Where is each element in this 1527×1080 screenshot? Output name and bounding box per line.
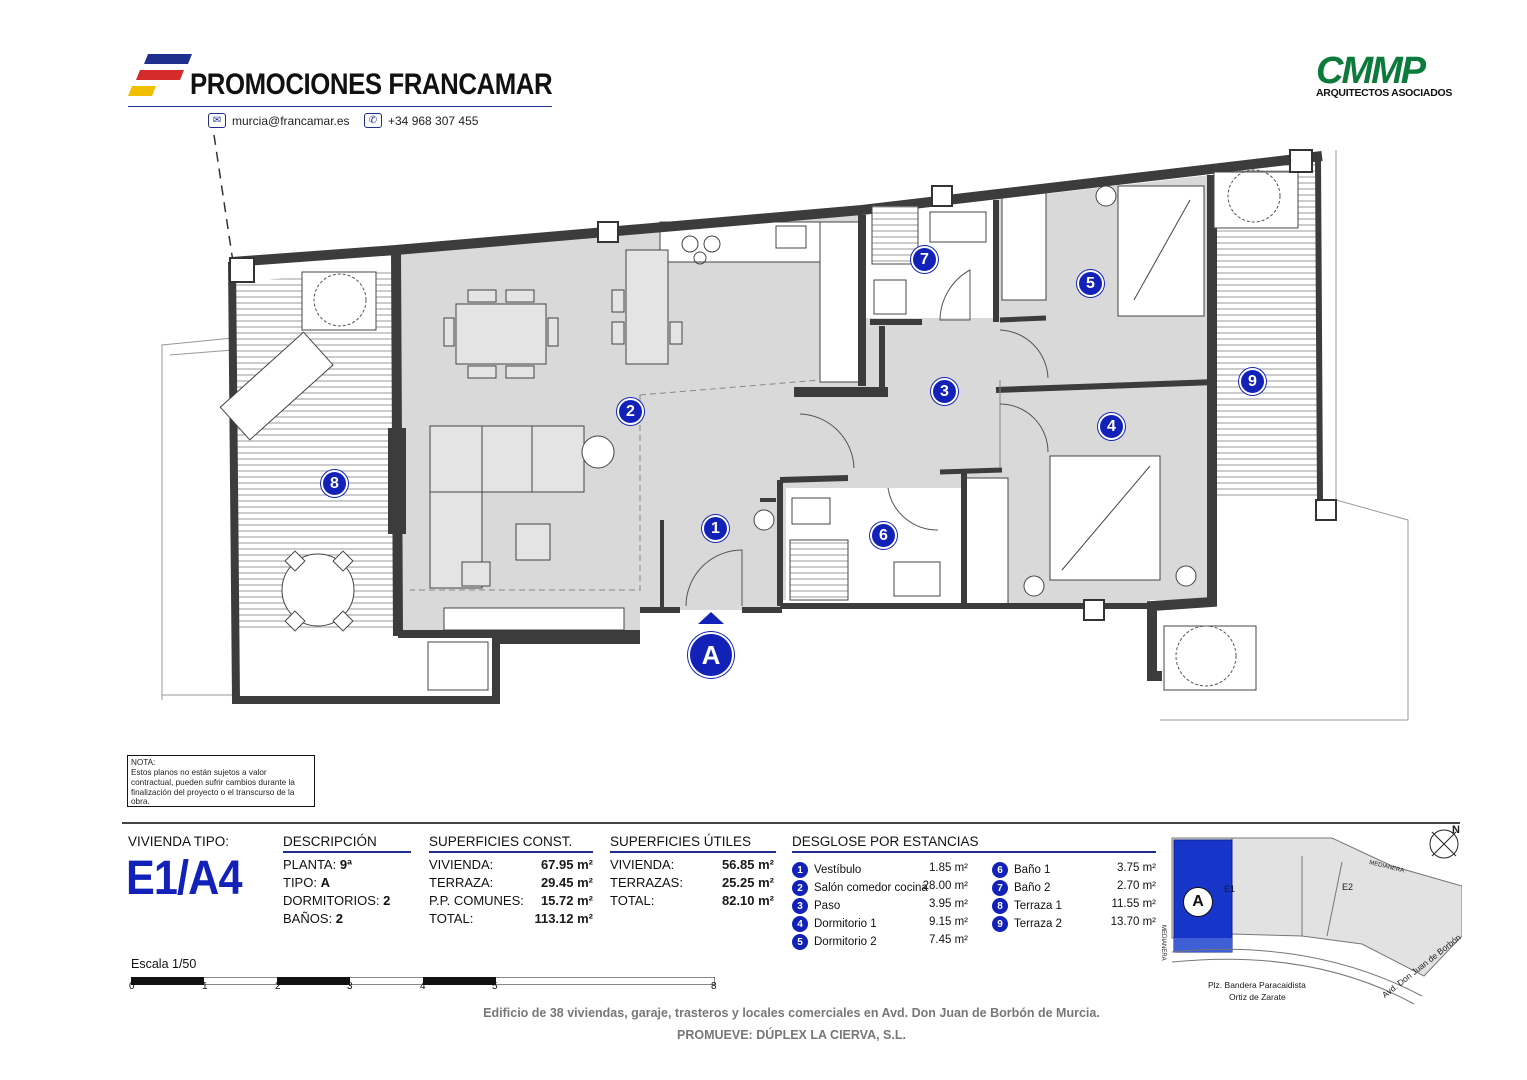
brand-email[interactable]: ✉ murcia@francamar.es [208,113,350,128]
util-label-terrazas: TERRAZAS: [610,875,683,890]
note-text: Estos planos no están sujetos a valor co… [131,767,295,807]
util-value-terrazas: 25.25 m² [721,875,774,890]
phone-icon: ✆ [364,113,382,128]
scale-tick-8: 8 [711,981,717,992]
room-marker-5[interactable]: 5 [1077,270,1104,297]
desglose-area-1: 1.85 m² [929,862,968,874]
superficies-const-rule [429,851,593,853]
scale-tick-5: 5 [492,981,498,992]
desglose-area-7: 2.70 m² [1117,880,1156,892]
desglose-area-5: 7.45 m² [929,934,968,946]
scale-bar [130,972,716,986]
room-marker-6[interactable]: 6 [870,522,897,549]
const-label-terraza: TERRAZA: [429,875,494,890]
site-e2-label: E2 [1342,882,1354,892]
descripcion-row-tipo: TIPO: A [283,875,330,890]
room-marker-4[interactable]: 4 [1098,413,1125,440]
util-value-total: 82.10 m² [721,893,774,908]
site-street-2: Ortiz de Zarate [1229,992,1286,1002]
scale-tick-1: 1 [202,981,208,992]
superficies-utiles-rule [610,851,776,853]
const-value-vivienda: 67.95 m² [540,857,593,872]
architect-logo: CMMP [1316,50,1426,92]
desglose-rule [792,851,1156,853]
descripcion-row-dormitorios: DORMITORIOS: 2 [283,893,391,908]
const-value-terraza: 29.45 m² [540,875,593,890]
site-north-label: N [1452,824,1460,836]
const-value-total: 113.12 m² [534,911,593,926]
note-title: NOTA: [131,758,156,767]
room-marker-9[interactable]: 9 [1239,368,1266,395]
util-value-vivienda: 56.85 m² [721,857,774,872]
const-label-vivienda: VIVIENDA: [429,857,494,872]
unit-code: E1/A4 [126,852,242,905]
desglose-heading: DESGLOSE POR ESTANCIAS [792,834,979,849]
descripcion-heading: DESCRIPCIÓN [283,834,377,849]
footer-promoter: PROMUEVE: DÚPLEX LA CIERVA, S.L. [677,1028,906,1042]
descripcion-rule [283,851,411,853]
util-label-vivienda: VIVIENDA: [610,857,675,872]
brand-logo-icon [126,52,192,100]
site-block-a[interactable]: A [1184,888,1212,916]
desglose-area-8: 11.55 m² [1111,898,1156,910]
const-label-total: TOTAL: [429,911,474,926]
site-medianera-left: MEDIANERA [1160,925,1166,961]
scale-tick-4: 4 [420,981,426,992]
site-street-1: Plz. Bandera Paracaidista [1208,980,1306,990]
superficies-utiles-heading: SUPERFICIES ÚTILES [610,834,752,849]
room-marker-7[interactable]: 7 [911,246,938,273]
footer-description: Edificio de 38 viviendas, garaje, traste… [483,1006,1100,1020]
superficies-const-heading: SUPERFICIES CONST. [429,834,573,849]
const-value-comunes: 15.72 m² [540,893,593,908]
scale-tick-3: 3 [347,981,353,992]
architect-subtitle: ARQUITECTOS ASOCIADOS [1316,87,1453,99]
disclaimer-note: NOTA: Estos planos no están sujetos a va… [127,755,315,807]
desglose-area-2: 28.00 m² [922,880,968,892]
desglose-area-6: 3.75 m² [1117,862,1156,874]
site-e1-label: E1 [1224,884,1236,894]
brand-rule [128,106,552,107]
room-marker-2[interactable]: 2 [617,398,644,425]
scale-tick-0: 0 [129,981,135,992]
room-marker-8[interactable]: 8 [321,470,348,497]
info-band-top-rule [122,822,1460,824]
scale-tick-2: 2 [275,981,281,992]
desglose-area-4: 9.15 m² [929,916,968,928]
brand-phone[interactable]: ✆ +34 968 307 455 [364,113,478,128]
floor-plan [161,134,1409,721]
scale-label: Escala 1/50 [131,957,197,971]
util-label-total: TOTAL: [610,893,655,908]
entrance-marker[interactable]: A [688,632,734,678]
desglose-area-9: 13.70 m² [1110,916,1156,928]
unit-label: VIVIENDA TIPO: [128,834,230,849]
brand-name: PROMOCIONES FRANCAMAR [190,68,553,101]
room-marker-1[interactable]: 1 [702,515,729,542]
desglose-area-3: 3.95 m² [929,898,968,910]
descripcion-row-banos: BAÑOS: 2 [283,911,343,926]
site-plan [1162,826,1463,1006]
const-label-comunes: P.P. COMUNES: [429,893,524,908]
room-marker-3[interactable]: 3 [931,378,958,405]
mail-icon: ✉ [208,113,226,128]
descripcion-row-planta: PLANTA: 9ª [283,857,352,872]
